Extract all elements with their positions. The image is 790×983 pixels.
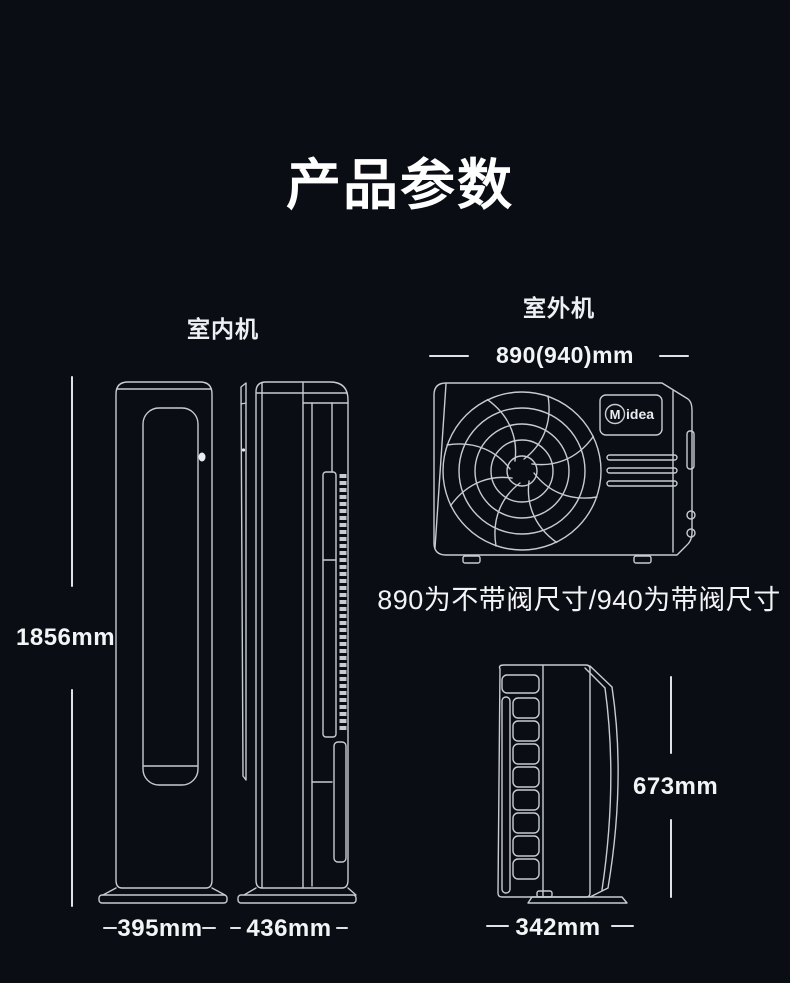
page-title: 产品参数 xyxy=(285,154,515,216)
outdoor-width-dimension: 890(940)mm xyxy=(496,342,634,368)
indoor-unit-label: 室内机 xyxy=(187,316,259,342)
valve-port xyxy=(686,510,696,520)
outdoor-unit-label: 室外机 xyxy=(523,295,595,321)
valve-size-note: 890为不带阀尺寸/940为带阀尺寸 xyxy=(377,585,781,615)
indicator-dot xyxy=(198,452,206,462)
brand-text: idea xyxy=(626,406,654,422)
outdoor-unit-front-drawing: M idea xyxy=(433,382,696,564)
indoor-height-dimension: 1856mm xyxy=(16,624,116,651)
valve-port xyxy=(686,528,696,538)
outdoor-unit-side-drawing xyxy=(497,664,628,904)
outdoor-side-height-dimension: 673mm xyxy=(633,773,719,800)
dimension-lines xyxy=(71,355,689,929)
side-handle xyxy=(686,430,695,470)
midea-logo: M idea xyxy=(599,394,663,436)
indoor-unit-front-drawing xyxy=(98,381,228,904)
indoor-unit-side-drawing xyxy=(237,381,357,904)
indoor-side-depth-dimension: 436mm xyxy=(246,915,332,942)
brand-initial: M xyxy=(610,407,621,422)
outdoor-side-depth-dimension: 342mm xyxy=(515,914,601,941)
fan-grille xyxy=(442,391,602,551)
indoor-front-width-dimension: 395mm xyxy=(117,915,203,942)
